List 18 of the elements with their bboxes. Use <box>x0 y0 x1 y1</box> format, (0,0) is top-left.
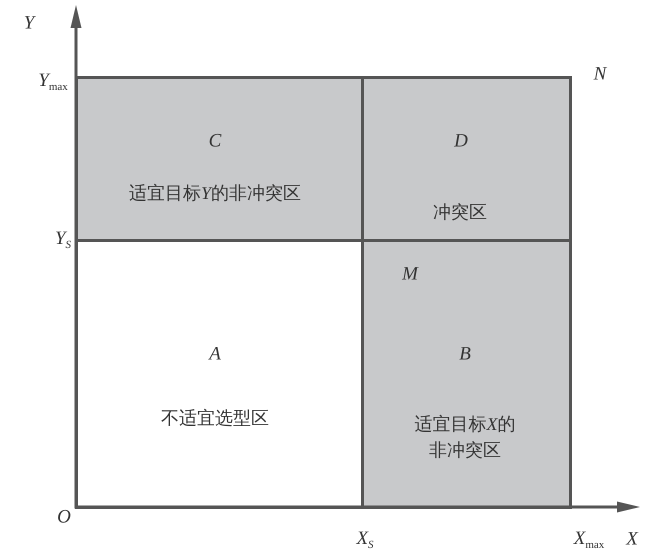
region-box <box>74 76 364 242</box>
region-caption: 适宜目标Y的非冲突区 <box>129 184 301 202</box>
origin-label: O <box>57 508 71 528</box>
region-caption: 不适宜选型区 <box>161 409 269 427</box>
region-letter: D <box>454 132 468 150</box>
axis-label: Y <box>24 14 34 34</box>
region-caption: 适宜目标X的非冲突区 <box>414 413 516 462</box>
tick-label: X$_{max}$ <box>574 528 604 552</box>
point-label: M <box>402 264 418 286</box>
tick-label: X$_{S}$ <box>356 528 374 552</box>
region-letter: C <box>208 132 222 150</box>
point-label: N <box>594 64 606 86</box>
tick-label: Y$_{max}$ <box>38 70 68 94</box>
region-caption: 冲突区 <box>433 203 487 221</box>
region-letter: A <box>209 344 221 364</box>
axis-label: X <box>626 530 638 550</box>
region-letter: B <box>459 344 471 364</box>
tick-label: Y$_{S}$ <box>54 228 72 252</box>
